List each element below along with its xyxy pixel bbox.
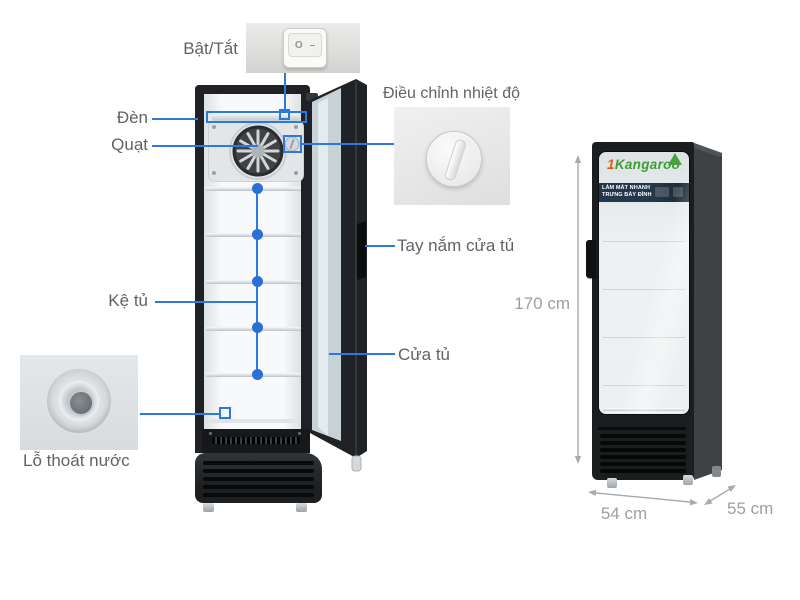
shelf [603,336,685,338]
brand-prefix: 1 [607,157,615,172]
interior-floor [603,408,685,411]
shelf-dot [252,322,263,333]
door-handle [357,221,366,280]
callout-marker-drain [219,407,231,419]
interior-floor [206,419,301,423]
shelf-dot [252,369,263,380]
power-switch-icon: O – [283,28,327,68]
drain-hole-icon [47,369,111,433]
base-slat [600,448,686,452]
callout-line-fan [152,145,258,147]
drain-ring [59,381,99,421]
callout-marker-light [206,111,307,123]
base-slat [203,469,314,473]
label-shelf: Kệ tủ [108,291,148,310]
callout-line-temperature [302,143,394,145]
base-slat [600,469,686,473]
thermostat-dial-photo [394,107,510,205]
switch-off-symbol: O [294,39,303,51]
banner-line2: TRƯNG BÀY ĐỈNH [602,192,652,199]
banner-line1: LÀM MÁT NHANH [602,185,652,192]
base-slat [600,455,686,459]
drain-hole-photo [20,355,138,450]
banner-badge [673,187,683,197]
callout-line-light [152,118,198,120]
screw-icon [298,432,301,435]
dimension-depth: 55 cm [727,499,774,518]
label-handle: Tay nắm cửa tủ [397,236,515,255]
dial-ridge [443,138,468,182]
foot [296,503,307,512]
rocker-switch-icon: O – [288,33,322,57]
glass-door: 1Kangaroo LÀM MÁT NHANH TRƯNG BÀY ĐỈNH [598,151,690,415]
base-groove [598,427,686,430]
shelf [603,384,685,386]
label-light: Đèn [116,108,148,127]
callout-line-shelf [155,301,257,303]
callout-line-power [284,73,286,111]
base-slat [600,462,686,466]
screw-icon [209,432,212,435]
base-slat [600,441,686,445]
brand-logo: 1Kangaroo [607,157,680,172]
base-slat [203,485,314,489]
open-door [306,79,367,472]
shelf-dot [252,229,263,240]
drain-hole [68,390,94,416]
callout-marker-power [279,109,290,120]
label-fan: Quạt [111,135,148,154]
label-door: Cửa tủ [398,345,451,364]
shelf-dot [252,276,263,287]
fridge-side-panel [694,143,722,480]
hinge-pin [351,455,362,472]
glass-reflection [599,152,689,414]
foot [607,478,617,488]
power-switch-photo: O – [246,23,360,73]
label-temperature: Điều chỉnh nhiệt độ [383,85,520,102]
shelf [603,240,685,242]
shelf [603,288,685,290]
kangaroo-emblem-icon [668,153,682,165]
base-slat [203,477,314,481]
foot [203,503,214,512]
light-tube [211,114,301,120]
vent-strip [212,437,300,444]
base-slat [203,461,314,465]
banner-badge [655,187,669,197]
base-slat [203,493,314,497]
callout-line-handle [365,245,395,247]
promo-banner: LÀM MÁT NHANH TRƯNG BÀY ĐỈNH [599,183,689,202]
brand-name: Kangaroo [615,157,680,172]
callout-marker-temperature [283,135,302,153]
callout-line-door [329,353,395,355]
foot [712,466,721,477]
shelf-dot [252,183,263,194]
door-handle [586,240,595,278]
width-arrow [590,491,696,504]
label-power: Bật/Tắt [183,39,238,58]
label-drain: Lỗ thoát nước [23,451,130,470]
base-slat [600,434,686,438]
dimension-width: 54 cm [600,504,648,523]
thermostat-dial-icon [426,131,482,187]
foot [683,475,693,485]
dimension-height: 170 cm [514,294,570,313]
callout-line-drain [140,413,220,415]
switch-on-symbol: – [309,39,316,51]
